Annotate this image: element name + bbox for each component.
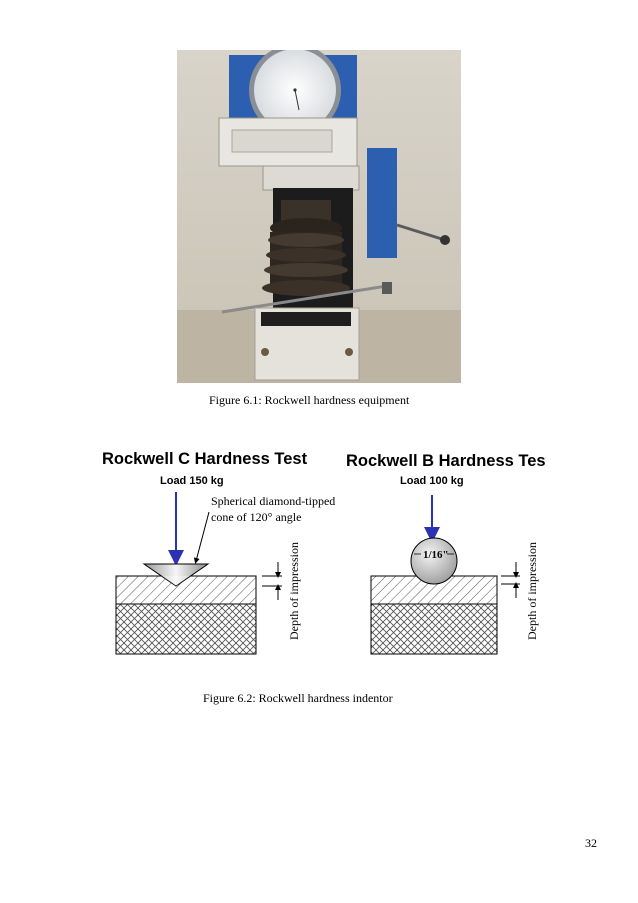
- ball-indenter: [410, 537, 458, 585]
- c-test-title: Rockwell C Hardness Test: [102, 450, 308, 468]
- c-test-load: Load 150 kg: [160, 475, 224, 487]
- b-depth-label: Depth of impression: [525, 542, 539, 640]
- rockwell-equipment-photo: [177, 50, 461, 383]
- rockwell-indentor-diagram: Rockwell C Hardness Test Load 150 kg Sph…: [96, 440, 552, 660]
- b-test-load: Load 100 kg: [400, 475, 464, 487]
- cone-indenter: [142, 563, 210, 587]
- c-note-pointer: [193, 511, 210, 564]
- ball-size-label: 1/16": [423, 549, 449, 561]
- figure-6-2-caption: Figure 6.2: Rockwell hardness indentor: [203, 691, 393, 705]
- figure-6-1-caption: Figure 6.1: Rockwell hardness equipment: [209, 393, 410, 407]
- c-note-line2: cone of 120° angle: [211, 510, 301, 524]
- c-note-line1: Spherical diamond-tipped: [211, 494, 335, 508]
- c-depth-label: Depth of impression: [287, 542, 301, 640]
- b-test-title: Rockwell B Hardness Test: [346, 452, 546, 470]
- page-number: 32: [585, 836, 597, 850]
